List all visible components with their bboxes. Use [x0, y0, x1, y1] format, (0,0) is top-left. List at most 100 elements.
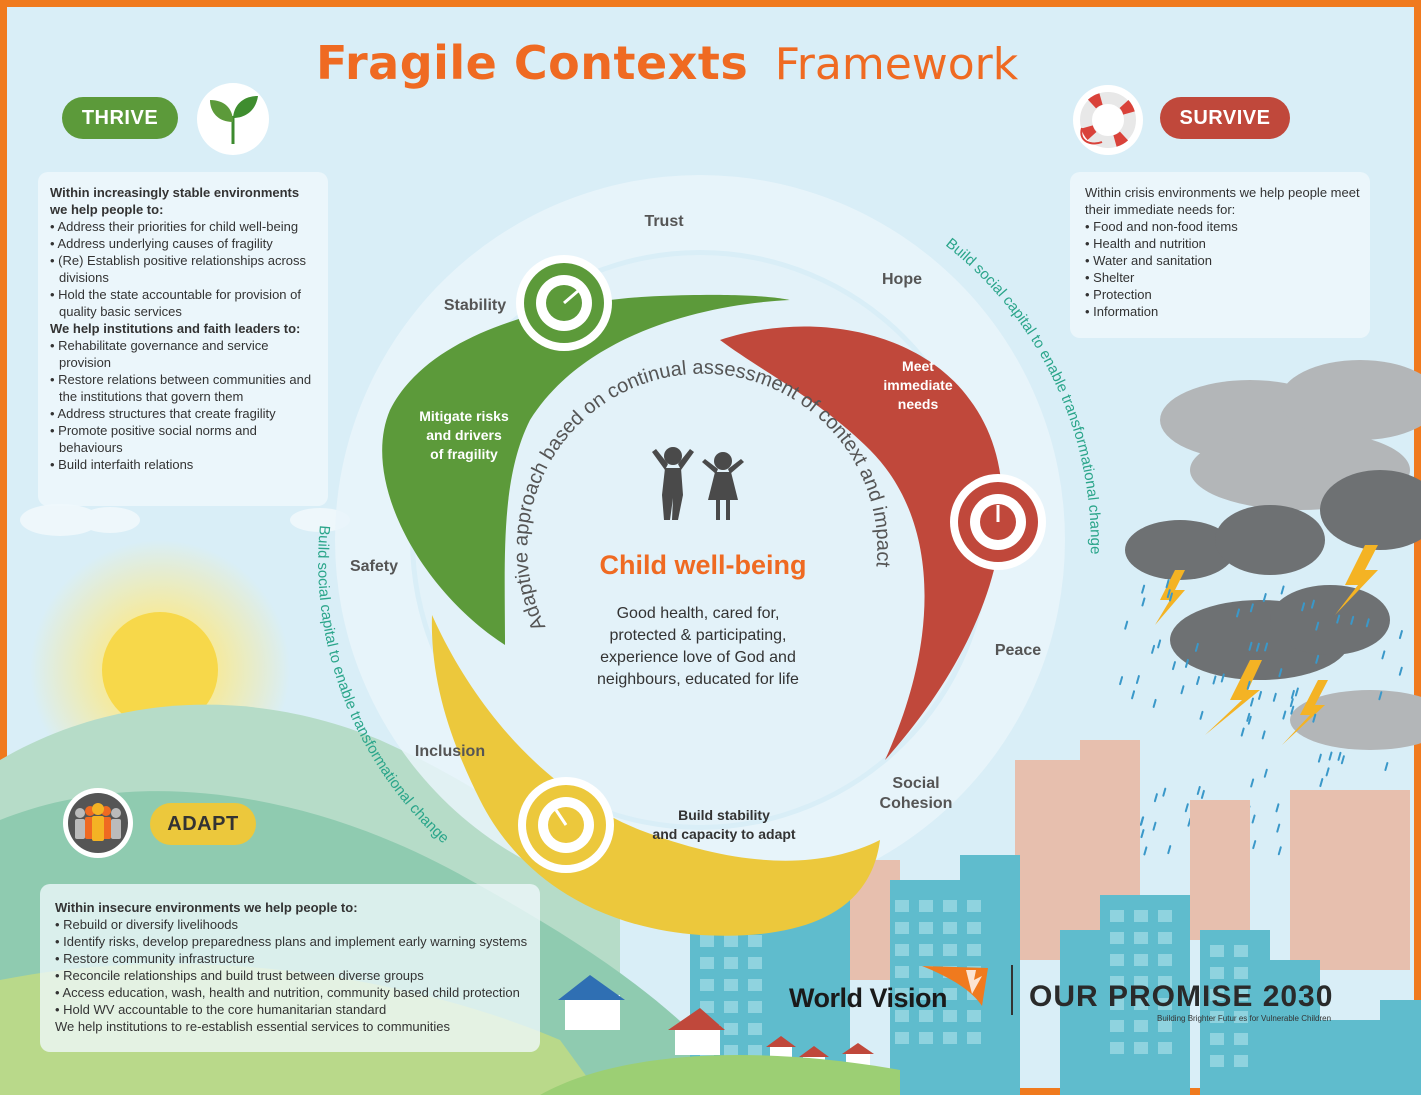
rain-drop: [1310, 599, 1315, 609]
rain-drop: [1141, 597, 1146, 607]
adapt-panel: Within insecure environments we help peo…: [40, 884, 540, 1052]
window: [1234, 1011, 1248, 1023]
rain-drop: [1337, 751, 1342, 761]
window: [748, 957, 762, 969]
rain-drop: [1317, 753, 1322, 763]
list-item: Address underlying causes of fragility: [50, 235, 318, 252]
rain-drop: [1398, 666, 1403, 676]
window: [895, 988, 909, 1000]
list-item: Protection: [1085, 286, 1360, 303]
label-trust: Trust: [644, 213, 684, 230]
list-item: Identify risks, develop preparedness pla…: [55, 933, 530, 950]
window: [1158, 954, 1172, 966]
petal-red-line1: Meet: [902, 358, 934, 374]
list-item: (Re) Establish positive relationships ac…: [50, 252, 318, 286]
window: [1210, 1055, 1224, 1067]
rain-drop: [1282, 710, 1287, 720]
list-item: Hold the state accountable for provision…: [50, 286, 318, 320]
clouds-dark: [1125, 470, 1421, 680]
window: [1158, 932, 1172, 944]
window: [919, 1032, 933, 1044]
rain-drop: [1381, 650, 1386, 660]
window: [748, 979, 762, 991]
window: [943, 1010, 957, 1022]
label-cohesion: Cohesion: [879, 795, 953, 812]
adapt-heading: Within insecure environments we help peo…: [55, 900, 358, 915]
building-windows: [700, 900, 1248, 1095]
rain-drop: [1196, 676, 1201, 686]
window: [1158, 1042, 1172, 1054]
window: [919, 1010, 933, 1022]
rain-drop: [1289, 698, 1294, 708]
adapt-list: Rebuild or diversify livelihoods Identif…: [55, 916, 530, 1018]
label-social-cohesion: Social Cohesion: [866, 774, 966, 814]
list-item: Information: [1085, 303, 1360, 320]
rain-drop: [1251, 814, 1256, 824]
window: [1134, 932, 1148, 944]
thrive-list-1: Address their priorities for child well-…: [50, 218, 318, 320]
window: [943, 900, 957, 912]
rain-drop: [1315, 654, 1320, 664]
window: [1110, 932, 1124, 944]
sun: [102, 612, 218, 728]
rain-drop: [1200, 789, 1205, 799]
window: [895, 1010, 909, 1022]
window: [1158, 998, 1172, 1010]
window: [1110, 1020, 1124, 1032]
list-item: Address their priorities for child well-…: [50, 218, 318, 235]
rain-drop: [1264, 642, 1269, 652]
rain-drop: [1152, 821, 1157, 831]
window: [1134, 976, 1148, 988]
petal-red-line2: immediate: [883, 377, 953, 393]
rain-drop: [1194, 642, 1199, 652]
rain-drop: [1180, 685, 1185, 695]
window: [967, 922, 981, 934]
gauge-icon-green: [516, 255, 612, 351]
window: [1134, 954, 1148, 966]
rain-drop: [1378, 691, 1383, 701]
gauge-icon-red: [950, 474, 1046, 570]
window: [1110, 954, 1124, 966]
rain-drop: [1152, 698, 1157, 708]
center-title: Child well-being: [599, 550, 807, 580]
rain-drop: [1250, 778, 1255, 788]
rain-drop: [1140, 829, 1145, 839]
rain-drop: [1280, 585, 1285, 595]
window: [895, 1032, 909, 1044]
rain-drop: [1312, 713, 1317, 723]
petal-green: [382, 294, 790, 645]
rain-drop: [1261, 730, 1266, 740]
rain-drop: [1263, 768, 1268, 778]
window: [700, 979, 714, 991]
list-item: Reconcile relationships and build trust …: [55, 967, 530, 984]
rain-drop: [1276, 823, 1281, 833]
list-item: Shelter: [1085, 269, 1360, 286]
window: [1110, 976, 1124, 988]
rain-drop: [1248, 641, 1253, 651]
window: [700, 1001, 714, 1013]
page-title: Fragile Contexts Framework: [316, 36, 1018, 90]
window: [1158, 910, 1172, 922]
window: [724, 1001, 738, 1013]
label-inclusion: Inclusion: [414, 743, 486, 760]
rain-drop: [1143, 846, 1148, 856]
list-item: Promote positive social norms and behavi…: [50, 422, 318, 456]
rain-drop: [1262, 593, 1267, 603]
rain-drop: [1212, 675, 1217, 685]
rain-drop: [1249, 603, 1254, 613]
rain-drop: [1220, 673, 1225, 683]
petal-yellow-line1: Build stability: [678, 807, 770, 823]
our-promise-logo-text: OUR PROMISE 2030: [1029, 980, 1334, 1013]
window: [724, 957, 738, 969]
window: [1134, 998, 1148, 1010]
window: [1234, 1055, 1248, 1067]
rain-drop: [1336, 614, 1341, 624]
window: [1134, 1020, 1148, 1032]
rain-drop: [1124, 620, 1129, 630]
window: [919, 900, 933, 912]
rain-drop: [1258, 690, 1263, 700]
label-safety: Safety: [349, 558, 399, 575]
list-item: Rebuild or diversify livelihoods: [55, 916, 530, 933]
rain-drop: [1240, 727, 1245, 737]
rain-drop: [1350, 615, 1355, 625]
